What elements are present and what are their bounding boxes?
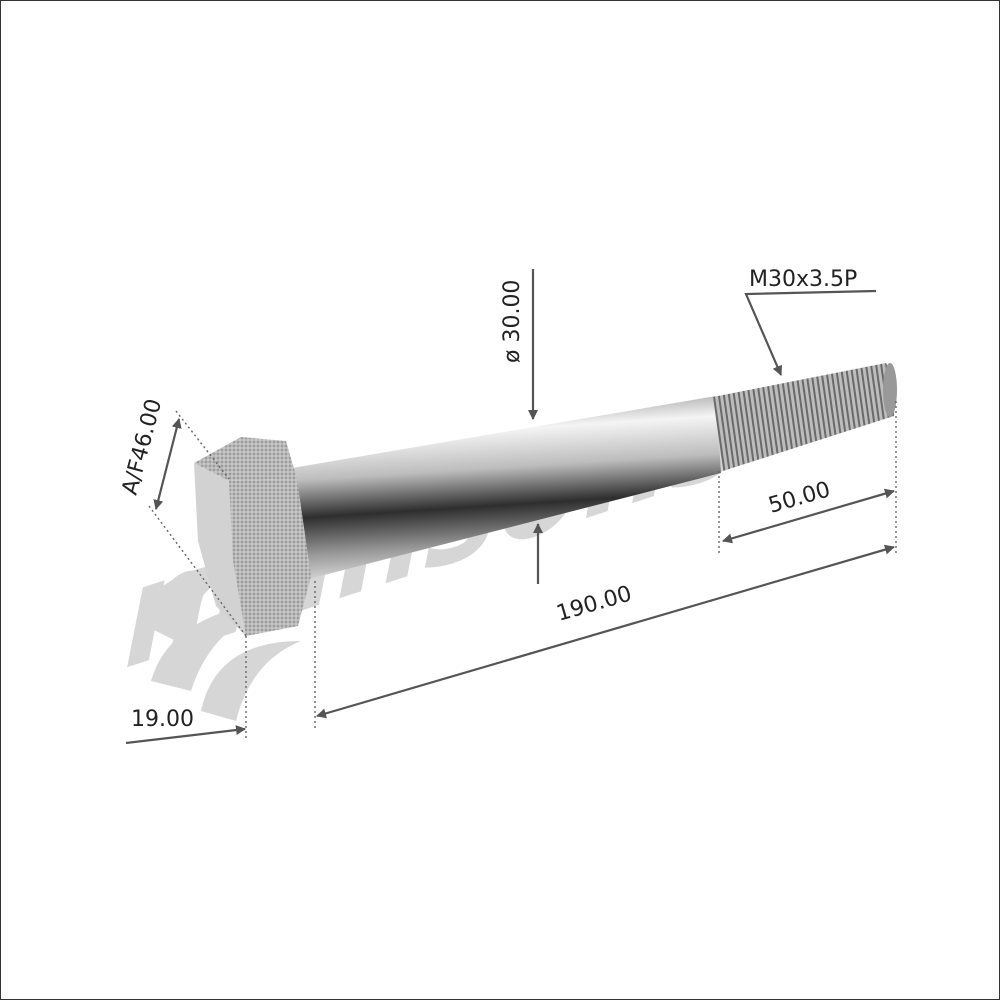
length-dimension-line xyxy=(316,544,895,719)
length-label: 190.00 xyxy=(554,582,635,627)
bolt-head-side xyxy=(194,463,246,636)
bolt-image xyxy=(194,363,897,636)
head-height-dimension-line xyxy=(125,725,246,745)
thread-length-dimension-line xyxy=(722,488,895,544)
af-dimension-line xyxy=(153,418,182,510)
extension-lines xyxy=(148,401,897,741)
bolt-shank xyxy=(286,396,721,581)
head-height-label: 19.00 xyxy=(131,707,194,732)
thread-spec-leader xyxy=(744,289,877,376)
bolt-thread xyxy=(713,363,896,471)
bolt-head-face xyxy=(229,479,311,636)
diameter-label: ø 30.00 xyxy=(500,280,525,363)
af-label: A/F46.00 xyxy=(118,396,168,497)
bolt-head-top xyxy=(194,437,297,481)
thread-spec-label: M30x3.5P xyxy=(749,267,857,292)
